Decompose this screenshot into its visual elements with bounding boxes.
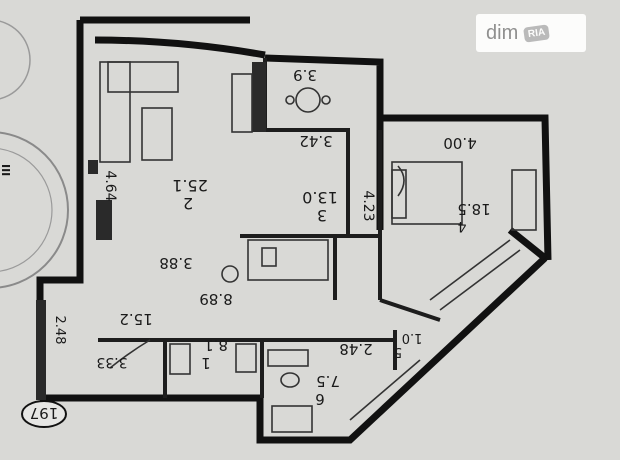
room5-area: 1.0 [402,330,423,345]
room6-number: 6 [315,390,325,408]
apartment-number: 197 [30,404,59,422]
structural-columns [36,62,266,400]
room3-area: 13.0 [302,188,338,207]
dim-3-88: 3.88 [159,254,192,272]
room2-number: 2 [183,194,193,213]
room5-number: 5 [394,344,402,359]
plan-labels: 3.9 3.42 4.00 4.64 2 25.1 3 13.0 4.23 4 … [52,66,491,408]
room6-area: 7.5 [316,372,340,390]
dim-3-42: 3.42 [299,132,332,150]
dim-4-64: 4.64 [102,170,118,201]
dim-2-48: 2.48 [339,340,372,358]
watermark-badge: RIA [523,23,551,43]
dim-3-9: 3.9 [293,66,317,84]
room4-number: 4 [457,218,466,234]
room2-area: 25.1 [172,176,208,195]
dim-4-00: 4.00 [443,134,476,152]
stamp-side-label: III [0,164,12,176]
room1-area: 8.1 [204,336,228,354]
furniture [99,61,537,433]
room4-area: 18.5 [457,200,490,218]
watermark-brand: dim [486,21,519,44]
inner-walls [98,58,441,398]
dim-4-23: 4.23 [360,190,376,221]
dimria-watermark: dim RIA [476,14,586,52]
dim-8-89: 8.89 [199,290,232,308]
outer-walls [36,16,552,444]
dim-15-2: 15.2 [119,310,152,328]
room3-number: 3 [317,206,327,225]
dim-2-48-left: 2.48 [52,316,67,345]
dim-3-33: 3.33 [96,354,127,370]
room1-number: 1 [201,354,211,372]
stamp-fragment [0,20,69,289]
apartment-number-badge: 197 [21,400,67,428]
